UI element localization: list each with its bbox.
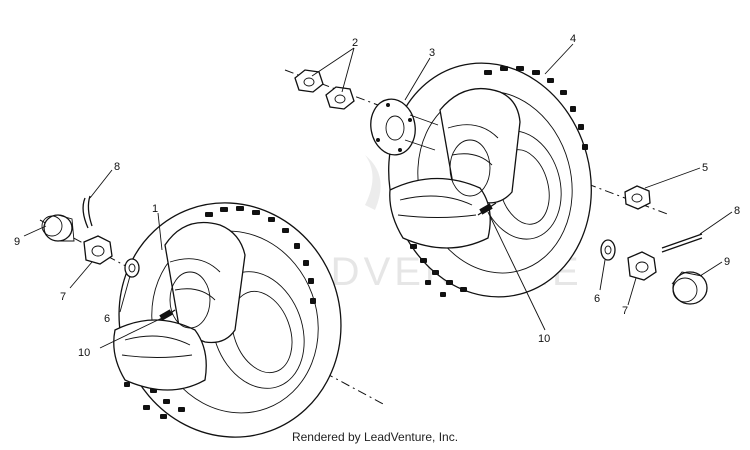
left-cotter-pin — [82, 195, 93, 229]
callout-7-left: 7 — [60, 291, 66, 303]
callout-6-left: 6 — [104, 313, 110, 325]
left-washer — [124, 258, 140, 278]
callout-8-right: 8 — [734, 205, 740, 217]
right-spacer-nut — [624, 185, 651, 210]
callout-3: 3 — [429, 47, 435, 59]
right-valve-stem — [477, 202, 497, 216]
callout-2: 2 — [352, 37, 358, 49]
callout-8-left: 8 — [114, 161, 120, 173]
callout-9-right: 9 — [724, 256, 730, 268]
left-valve-stem — [159, 309, 176, 321]
footer-credit: Rendered by LeadVenture, Inc. — [291, 430, 459, 444]
right-cotter-pin — [661, 233, 703, 253]
callout-10-left: 10 — [78, 347, 90, 359]
left-castle-nut — [83, 235, 113, 265]
callout-7-right: 7 — [622, 305, 628, 317]
right-hub — [370, 98, 439, 156]
callout-5: 5 — [702, 162, 708, 174]
right-washer — [600, 239, 616, 261]
right-lug-nuts — [294, 69, 355, 110]
callout-6-right: 6 — [594, 293, 600, 305]
callout-4: 4 — [570, 33, 576, 45]
right-castle-nut — [627, 251, 657, 281]
left-rim-cutaway — [113, 221, 246, 391]
right-tire-tread — [400, 66, 588, 297]
left-hub-cap — [41, 214, 75, 242]
callout-1: 1 — [152, 203, 158, 215]
callouts: 1 2 3 4 5 6 6 7 7 8 8 9 9 — [14, 33, 740, 359]
right-wheel-assembly — [284, 62, 708, 305]
left-wheel-assembly — [39, 195, 386, 438]
callout-10-right: 10 — [538, 333, 550, 345]
right-hub-cap — [671, 271, 708, 305]
callout-9-left: 9 — [14, 236, 20, 248]
right-axis-line — [284, 69, 671, 216]
right-rim-cutaway — [389, 88, 521, 249]
